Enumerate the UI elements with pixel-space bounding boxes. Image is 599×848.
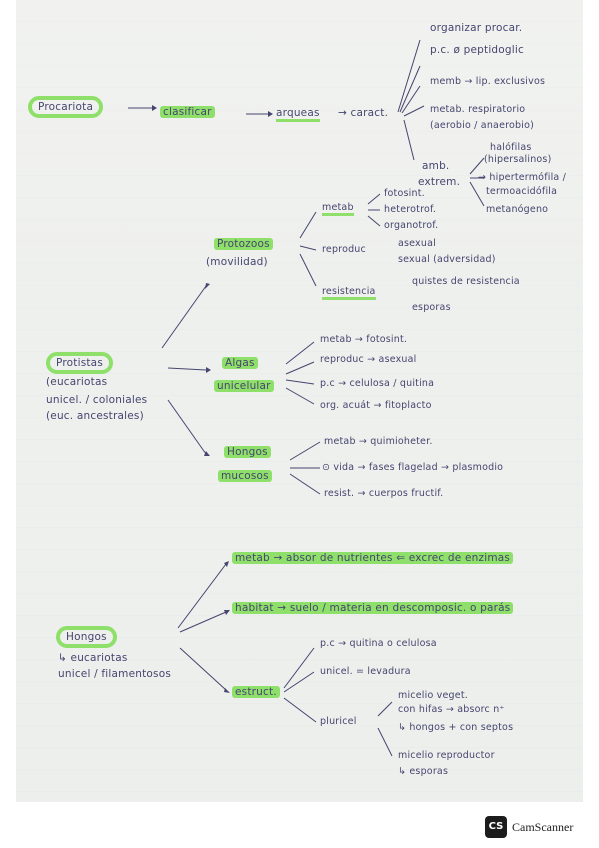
organotrof-text: organotrof. [384,220,439,231]
protozoos-metab: metab [322,202,354,216]
reproductor-text: micelio reproductor [398,750,495,761]
protistas-title: Protistas [46,352,113,374]
protozoos-reproduc: reproduc [322,244,366,255]
extrem-text: extrem. [418,176,461,188]
protistas-desc-1: (eucariotas [46,376,108,388]
esporas-text: esporas [412,302,451,313]
metab-text-2: (aerobio / anaerobio) [430,120,535,131]
quistes-text: quistes de resistencia [412,276,520,287]
hongos-pc: p.c → quitina o celulosa [320,638,437,649]
algas-metab: metab → fotosint. [320,334,408,345]
resistencia-label: resistencia [322,286,376,300]
amb-text: amb. [422,160,450,172]
protistas-desc-2: unicel. / coloniales [46,394,148,406]
hongos-metab: metab → absor de nutrientes ⇐ excrec de … [232,552,514,564]
metab-text: metab. respiratorio [430,104,526,115]
pc-text: p.c. ø peptidoglic [430,44,524,56]
mucosos-resist: resist. → cuerpos fructif. [324,488,444,499]
hifas-text: con hifas → absorc n⁺ [398,704,505,715]
protozoos-label: Protozoos [214,238,273,250]
hiper-text: → hipertermófila / [478,172,567,183]
hongos-unicel: unicel. = levadura [320,666,411,677]
memb-text: memb → lip. exclusivos [430,76,546,87]
organizar-text: organizar procar. [430,22,523,34]
septos-text: ↳ hongos + con septos [398,722,514,733]
hongos-desc-2: unicel / filamentosos [58,668,172,680]
mucosos-metab: metab → quimioheter. [324,436,433,447]
metanogeno-text: metanógeno [486,204,549,215]
heterotrof-text: heterotrof. [384,204,437,215]
hongos-title: Hongos [56,626,117,648]
hongos-desc-1: ↳ eucariotas [58,652,128,664]
notebook-page [16,0,583,802]
unicelular-label: unicelular [214,380,274,392]
mucosos-label: mucosos [218,470,272,482]
hongos-habitat: habitat → suelo / materia en descomposic… [232,602,514,614]
camscanner-logo-icon: CS [485,816,507,838]
arqueas-label: arqueas [276,107,320,122]
algas-org: org. acuát → fitoplacto [320,400,432,411]
asexual-text: asexual [398,238,436,249]
clasificar-label: clasificar [160,106,215,118]
procariota-title: Procariota [28,96,104,118]
algas-pc: p.c → celulosa / quitina [320,378,435,389]
mucosos-vida: ⊙ vida → fases flagelad → plasmodio [322,462,504,473]
sexual-text: sexual (adversidad) [398,254,496,265]
caract-label: → caract. [338,107,389,119]
camscanner-brand: CamScanner [512,820,574,834]
hongos-esporas-text: ↳ esporas [398,766,449,777]
halofilas-text-2: (hipersalinos) [484,154,552,165]
algas-label: Algas [222,357,258,369]
fotosint-text: fotosint. [384,188,425,199]
algas-reproduc: reproduc → asexual [320,354,417,365]
pluricel-label: pluricel [320,716,357,727]
termo-text: termoacidófila [486,186,558,197]
estruct-label: estruct. [232,686,280,698]
movilidad-text: (movilidad) [206,256,268,268]
hongos-label: Hongos [224,446,271,458]
micelio-text: micelio veget. [398,690,468,701]
protistas-desc-3: (euc. ancestrales) [46,410,144,422]
halofilas-text: halófilas [490,142,532,153]
